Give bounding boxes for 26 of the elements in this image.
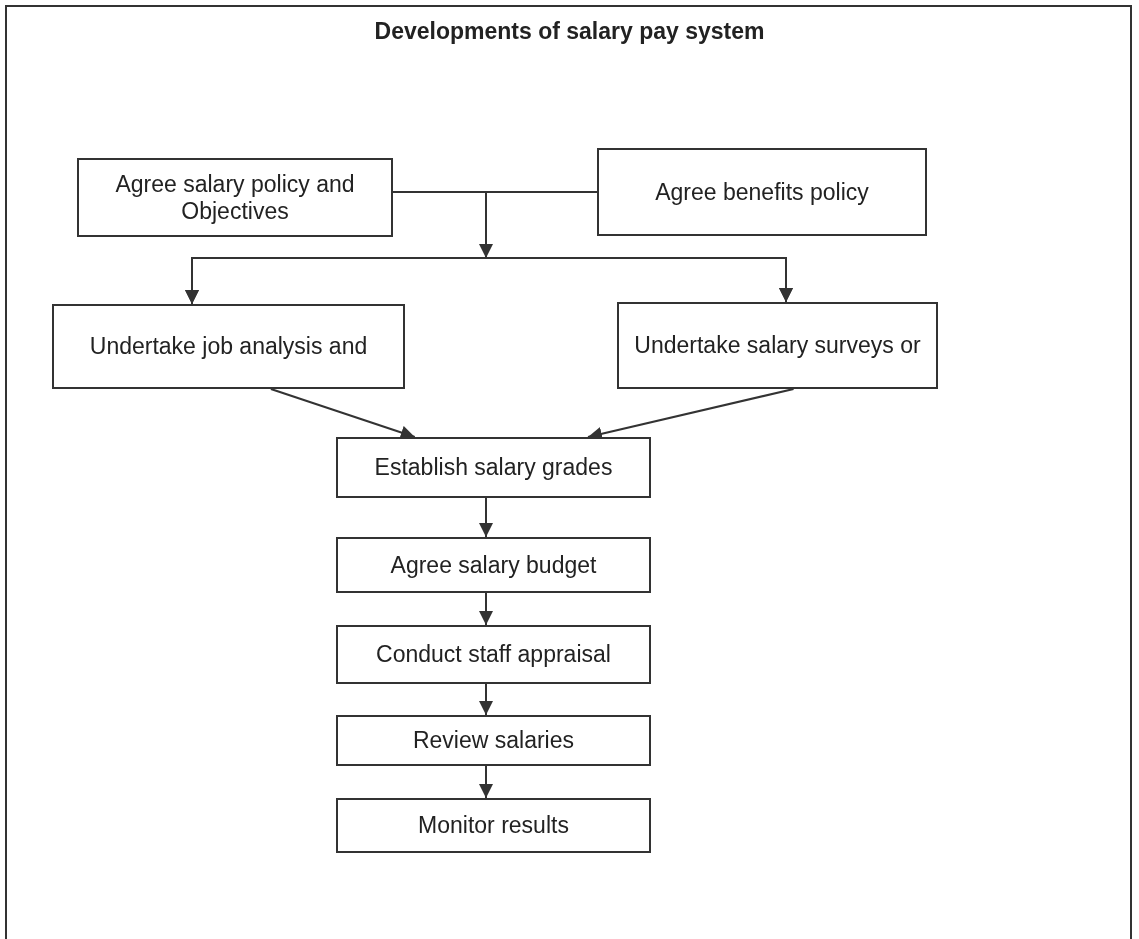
box-label: Review salaries [412, 727, 575, 754]
box-label: Agree salary policy and Objectives [114, 171, 356, 224]
arrow [269, 388, 416, 440]
arrow [479, 191, 493, 259]
box-label: Undertake salary surveys or [634, 332, 921, 359]
box-label: Monitor results [418, 812, 569, 839]
box-label: Establish salary grades [374, 454, 613, 481]
arrow [479, 765, 493, 799]
arrow [479, 497, 493, 538]
process-box [617, 302, 938, 389]
box-label: Agree salary budget [390, 551, 597, 579]
process-box [336, 798, 651, 853]
box-label: Agree benefits policy [655, 178, 869, 206]
process-box [77, 158, 393, 237]
process-box [336, 715, 651, 766]
box-label: Undertake job analysis and [89, 333, 368, 360]
process-box [336, 537, 651, 593]
arrow [479, 683, 493, 716]
box-label: Conduct staff appraisal [376, 641, 611, 668]
process-box [597, 148, 927, 236]
diagram-title: Developments of salary pay system [373, 18, 766, 45]
process-box [336, 625, 651, 684]
arrow [479, 592, 493, 626]
process-box [336, 437, 651, 498]
arrow [485, 191, 793, 303]
process-box [52, 304, 405, 389]
